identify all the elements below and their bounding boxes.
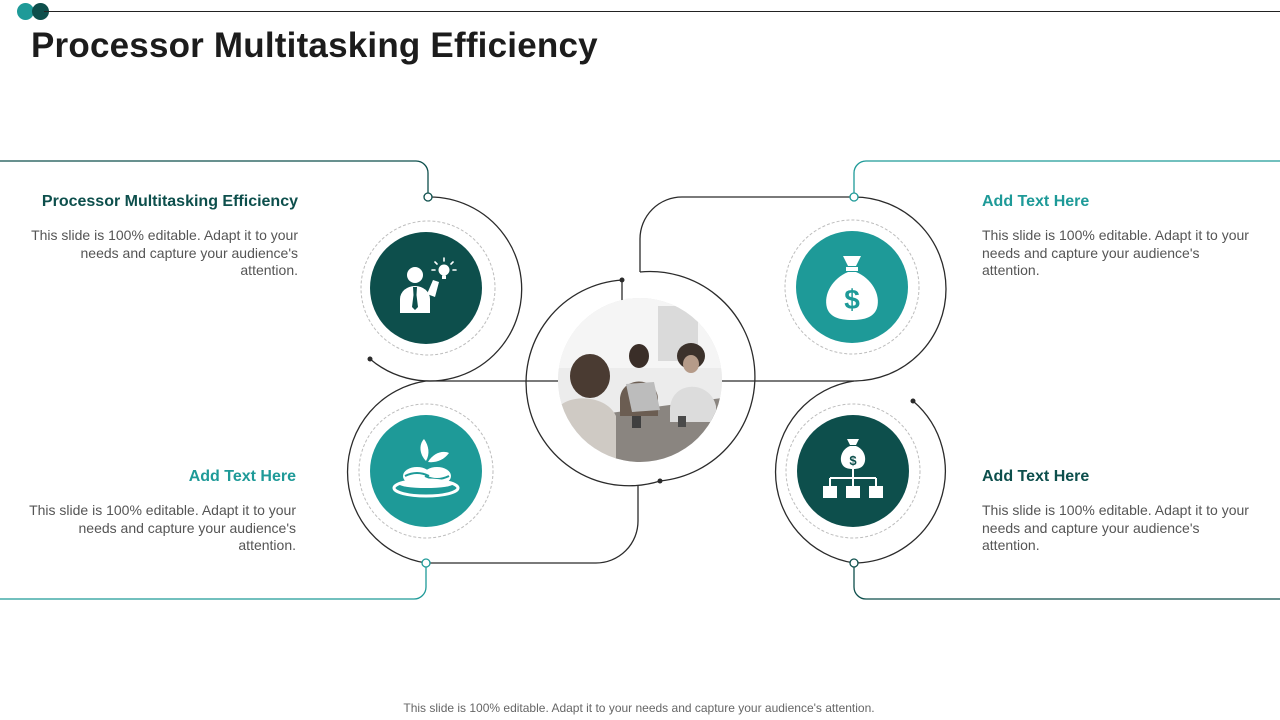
dashed-ring [358,403,494,539]
block-body: This slide is 100% editable. Adapt it to… [29,502,296,553]
icon-circle-top-right: $ [796,231,908,343]
businessman-idea-icon [400,257,457,313]
block-heading: Add Text Here [188,468,296,485]
connector-endpoint [367,356,373,362]
connector-line [853,563,1280,600]
block-heading: Add Text Here [982,193,1090,210]
connector-line [0,160,429,197]
money-hierarchy-icon: $ [823,439,883,498]
icon-circle-bottom-right: $ [797,415,909,527]
footer-note: This slide is 100% editable. Adapt it to… [403,701,875,715]
coffee-beans-icon [392,439,460,498]
slide-title: Processor Multitasking Efficiency [31,26,598,65]
top-rule [44,11,1280,12]
connector-node [849,558,859,568]
ring-arc [853,400,946,564]
decorative-dot [17,3,34,20]
svg-text:$: $ [849,453,857,468]
decorative-dot [32,3,49,20]
block-body: This slide is 100% editable. Adapt it to… [982,502,1249,553]
text-block-bottom-right: Add Text Here This slide is 100% editabl… [982,468,1252,555]
ring-arc [369,196,523,382]
center-ring [639,270,756,482]
ring-arc [639,196,854,272]
ring-arc [426,486,639,564]
text-block-bottom-left: Add Text Here This slide is 100% editabl… [26,468,296,555]
icon-circle-top-left [370,232,482,344]
center-ring [525,279,661,487]
connector-node [849,192,859,202]
dashed-ring [785,403,921,539]
svg-text:$: $ [844,284,860,315]
connector-line [853,160,1280,197]
team-meeting-photo [558,298,722,462]
money-bag-icon: $ [826,256,878,320]
connector-line [0,563,427,600]
text-block-top-left: Processor Multitasking Efficiency This s… [28,193,298,280]
dashed-ring [360,220,496,356]
text-block-top-right: Add Text Here This slide is 100% editabl… [982,193,1252,280]
ring-arc [774,380,855,564]
block-body: This slide is 100% editable. Adapt it to… [31,227,298,278]
connector-endpoint [619,277,625,283]
connector-node [423,192,433,202]
connector-endpoint [910,398,916,404]
block-heading: Add Text Here [982,468,1090,485]
connector-node [421,558,431,568]
connector-endpoint [657,478,663,484]
block-heading: Processor Multitasking Efficiency [41,193,298,210]
dashed-ring [784,219,920,355]
icon-circle-bottom-left [370,415,482,527]
block-body: This slide is 100% editable. Adapt it to… [982,227,1249,278]
